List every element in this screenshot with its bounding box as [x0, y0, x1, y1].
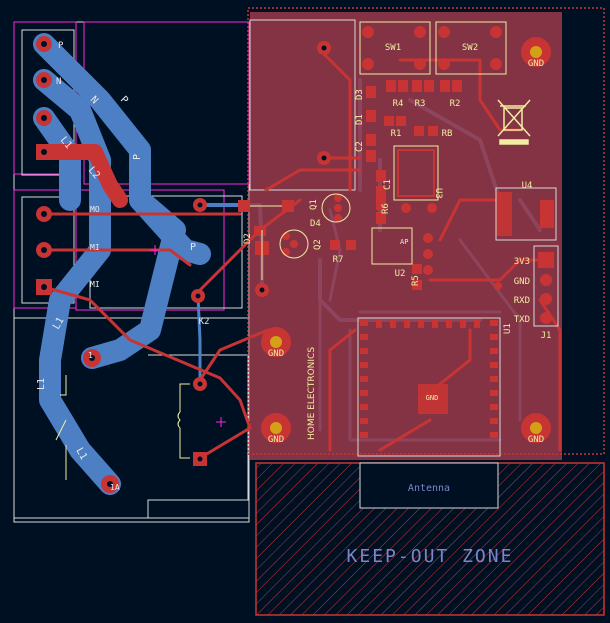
net-mo-label: MO	[90, 205, 100, 214]
header-pin-txd: TXD	[514, 315, 530, 325]
c1-label: C1	[383, 179, 393, 190]
brand-label: HOME ELECTRONICS	[307, 347, 317, 440]
keepout-label: KEEP-OUT ZONE	[347, 546, 514, 567]
header-pin-gnd: GND	[514, 277, 530, 287]
q2-label: Q2	[313, 239, 323, 250]
header-pin-3v3: 3V3	[514, 257, 530, 267]
labels: SW1 SW2 R4 R3 R2 R1 RB D3 D1 C2 C1 R6 U3…	[36, 41, 551, 492]
copper-pour	[250, 12, 562, 460]
r7-label: R7	[333, 255, 344, 265]
gnd-u1-label: GND	[426, 394, 439, 402]
r1-label: R1	[391, 129, 402, 139]
r4-label: R4	[393, 99, 404, 109]
pad-1-label: 1	[88, 351, 93, 360]
origin-markers	[150, 245, 226, 427]
q1-label: Q1	[309, 199, 319, 210]
d1-label: D1	[355, 114, 365, 125]
r2-label: R2	[450, 99, 461, 109]
gnd-hole-4-label: GND	[528, 435, 544, 445]
keepout-zone: Antenna KEEP-OUT ZONE	[255, 462, 605, 616]
r6-label: R6	[381, 203, 391, 214]
trace-p-label-2: P	[132, 154, 143, 160]
net-mi-label-1: MI	[90, 243, 100, 252]
u2-label: U2	[395, 269, 406, 279]
net-p-label: P	[58, 41, 64, 51]
antenna-label: Antenna	[408, 483, 450, 494]
u1-pads	[360, 320, 498, 438]
gnd-hole-2-label: GND	[268, 349, 284, 359]
d2-label: D2	[243, 233, 253, 244]
trace-p-label-1: P	[118, 94, 130, 106]
weee-bin-icon	[497, 99, 531, 145]
net-n-label: N	[56, 77, 61, 87]
ap-label: AP	[400, 238, 408, 246]
l1-label-3: L1	[36, 378, 47, 390]
r5-label: R5	[411, 275, 421, 286]
net-mi-label-2: MI	[90, 280, 100, 289]
sw1-label: SW1	[385, 43, 401, 53]
smd-pads	[238, 80, 554, 438]
rb-label: RB	[442, 129, 453, 139]
u3-label: U3	[433, 188, 443, 199]
trace-p-label-3: P	[190, 242, 196, 253]
gnd-hole-1-label: GND	[528, 59, 544, 69]
silkscreen	[55, 21, 559, 480]
front-copper-traces	[36, 48, 562, 460]
u4-label: U4	[522, 181, 533, 191]
k2-label: K2	[199, 317, 210, 327]
l1-label-2: L1	[51, 316, 67, 332]
gnd-hole-3-label: GND	[268, 435, 284, 445]
header-pin-rxd: RXD	[514, 296, 530, 306]
d4-label: D4	[310, 219, 321, 229]
u1-label: U1	[503, 323, 513, 334]
j1-label: J1	[541, 331, 552, 341]
l1-label-4: L1	[73, 446, 89, 462]
pad-1a-label: 1A	[110, 483, 120, 492]
sw2-label: SW2	[462, 43, 478, 53]
pads	[36, 26, 554, 493]
d3-label: D3	[355, 89, 365, 100]
c2-label: C2	[355, 141, 365, 152]
r3-label: R3	[415, 99, 426, 109]
